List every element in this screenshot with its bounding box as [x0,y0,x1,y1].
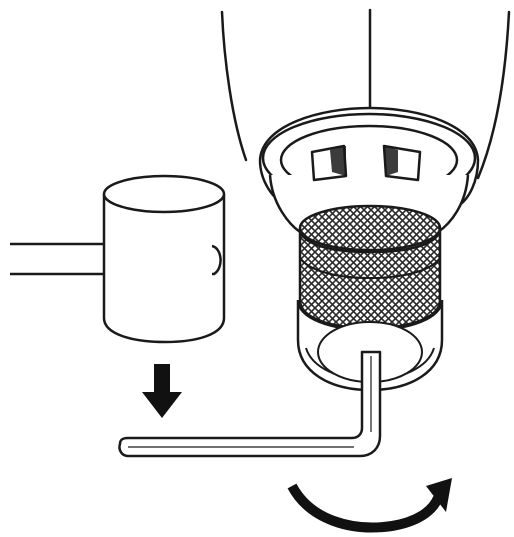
mallet-icon [10,174,226,344]
rotate-arrow-icon [287,478,452,533]
knurled-sleeve [298,204,442,330]
tool-housing [220,8,511,180]
hex-key-icon [118,350,382,458]
down-arrow-icon [142,364,182,418]
